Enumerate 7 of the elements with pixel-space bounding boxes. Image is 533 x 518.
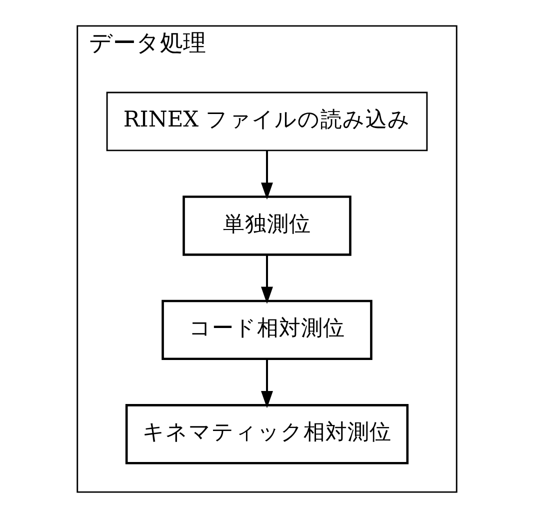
node-box: キネマティック相対測位: [124, 404, 408, 464]
arrow: [260, 254, 272, 304]
arrow: [260, 359, 272, 408]
node-box: コード相対測位: [161, 300, 372, 360]
arrow: [260, 150, 272, 200]
node-box: 単独測位: [182, 196, 351, 256]
node-box: RINEX ファイルの読み込み: [106, 92, 428, 152]
